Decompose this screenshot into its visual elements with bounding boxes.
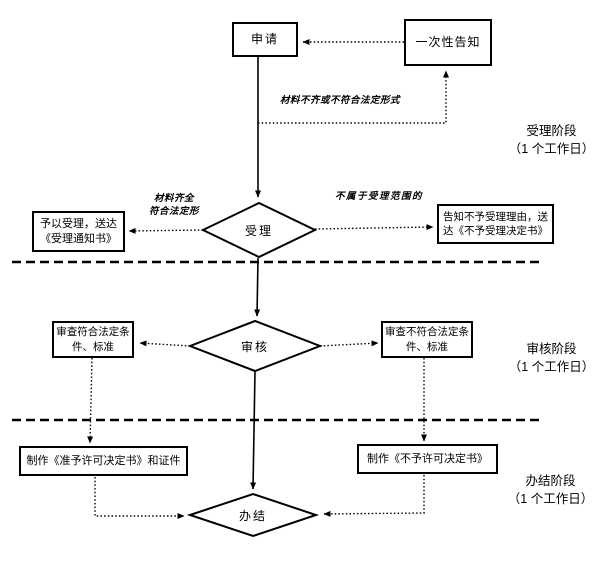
annotation-out-of-scope: 不属于受理范围的 bbox=[320, 191, 438, 204]
one-time-notice-box: 一次性告知 bbox=[404, 19, 492, 66]
apply-label: 申请 bbox=[250, 32, 279, 47]
accept-diamond-label: 受理 bbox=[219, 218, 299, 242]
complete-diamond bbox=[186, 492, 320, 538]
one-time-notice-label: 一次性告知 bbox=[415, 35, 481, 50]
materials-incomplete-text: 材料不齐或不符合法定形式 bbox=[279, 96, 400, 106]
make-permit-label: 制作《准予许可决定书》和证件 bbox=[26, 454, 181, 467]
stage-label-review: 审核阶段 （1 个工作日） bbox=[498, 340, 605, 376]
edge-accept-to-review bbox=[254, 257, 261, 317]
complete-diamond-label: 办结 bbox=[213, 503, 293, 527]
annotation-materials-incomplete: 材料不齐或不符合法定形式 bbox=[265, 95, 415, 108]
review-fail-box: 审查不符合法定条 件、标准 bbox=[381, 321, 473, 358]
grant-acceptance-box: 予以受理，送达 《受理通知书》 bbox=[32, 211, 125, 252]
complete-text: 办结 bbox=[238, 508, 267, 523]
stage1-duration: （1 个工作日） bbox=[508, 142, 595, 157]
make-denial-label: 制作《不予许可决定书》 bbox=[367, 452, 488, 465]
edge-review-to-pass bbox=[139, 340, 191, 347]
edge-accept-to-deny bbox=[314, 224, 434, 231]
stage3-duration: （1 个工作日） bbox=[507, 492, 594, 507]
edge-make-denial-to-complete bbox=[323, 475, 425, 517]
stage2-duration: （1 个工作日） bbox=[508, 360, 595, 375]
grant-acceptance-label: 予以受理，送达 《受理通知书》 bbox=[40, 217, 117, 245]
deny-acceptance-label: 告知不予受理理由，送 达《不予受理决定书》 bbox=[443, 210, 548, 237]
edge-review-to-complete bbox=[250, 370, 257, 490]
make-permit-box: 制作《准予许可决定书》和证件 bbox=[19, 446, 188, 476]
deny-acceptance-box: 告知不予受理理由，送 达《不予受理决定书》 bbox=[437, 204, 554, 244]
review-fail-label: 审查不符合法定条 件、标准 bbox=[385, 326, 469, 353]
edge-pass-to-make-permit bbox=[87, 357, 94, 444]
review-diamond bbox=[187, 319, 323, 373]
stage2-name: 审核阶段 bbox=[526, 342, 577, 356]
make-denial-box: 制作《不予许可决定书》 bbox=[357, 444, 498, 474]
annotation-materials-complete: 材料齐全 符合法定形 bbox=[133, 193, 215, 220]
edge-review-to-fail bbox=[319, 340, 379, 347]
accept-diamond bbox=[200, 201, 318, 259]
accept-text: 受理 bbox=[244, 223, 273, 238]
review-diamond-label: 审核 bbox=[215, 334, 295, 358]
edge-make-permit-to-complete bbox=[94, 477, 185, 519]
edge-accept-to-grant bbox=[128, 227, 204, 234]
edge-incomplete-feedback-to-notify bbox=[258, 70, 449, 124]
review-pass-box: 审查符合法定条 件、标准 bbox=[52, 321, 134, 358]
stage-label-completion: 办结阶段 （1 个工作日） bbox=[496, 472, 605, 508]
review-pass-label: 审查符合法定条 件、标准 bbox=[56, 326, 130, 353]
materials-complete-text: 材料齐全 符合法定形 bbox=[148, 194, 199, 218]
apply-box: 申请 bbox=[232, 22, 298, 57]
review-text: 审核 bbox=[240, 339, 269, 354]
stage1-name: 受理阶段 bbox=[526, 124, 577, 138]
stage-label-acceptance: 受理阶段 （1 个工作日） bbox=[498, 122, 605, 158]
out-of-scope-text: 不属于受理范围的 bbox=[334, 192, 423, 202]
stage3-name: 办结阶段 bbox=[525, 474, 576, 488]
